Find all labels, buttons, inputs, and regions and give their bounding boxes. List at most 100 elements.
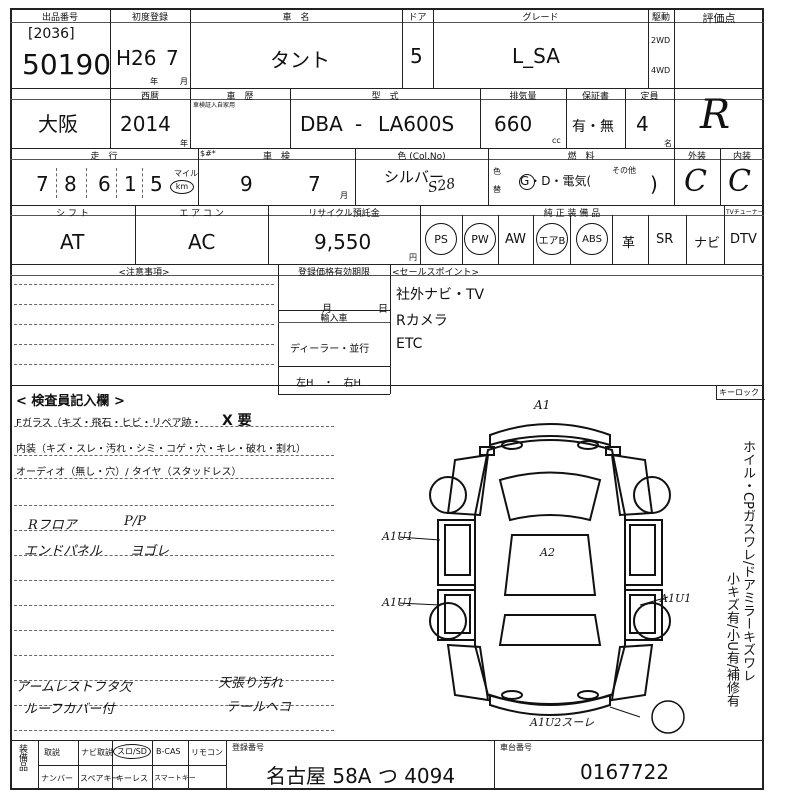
equip-airbag: エアB bbox=[536, 223, 568, 255]
drive-2wd: 2WD bbox=[651, 36, 671, 45]
capacity-label: 定員 bbox=[640, 92, 659, 102]
lot-number-label: 出品番号 bbox=[41, 13, 78, 23]
lot-number: 50190 bbox=[22, 48, 112, 81]
hand-note-1: Rフロア bbox=[28, 518, 77, 533]
shaken-month-unit: 月 bbox=[340, 191, 348, 200]
vertical-note-1: ホイル・CPガスワレ/ドアミラーキズワレ bbox=[740, 440, 755, 683]
equip-pw: PW bbox=[464, 223, 496, 255]
inspection-line-3: オーディオ（無し・穴）/ タイヤ（スタッドレス） bbox=[16, 467, 242, 478]
footer-item-sd: スロ/SD bbox=[113, 744, 151, 759]
vertical-note-2: 小キズ有/小U有/補修有 bbox=[724, 572, 739, 708]
year-ad: 2014 bbox=[120, 112, 171, 136]
vehicle-history-label: 車 歴 bbox=[226, 92, 254, 102]
capacity: 4 bbox=[636, 112, 649, 136]
selling-point-2: Rカメラ bbox=[396, 313, 448, 329]
diagram-label-left-1: A1U1 bbox=[382, 530, 414, 543]
model-prefix: DBA bbox=[300, 112, 343, 136]
equip-leather: 革 bbox=[622, 236, 636, 251]
warranty: 有・無 bbox=[572, 119, 614, 135]
car-name: タント bbox=[270, 48, 330, 72]
reg-month: 月 bbox=[322, 304, 332, 315]
vehicle-history-sub: 車検証入自家用 bbox=[193, 102, 236, 109]
caution-label: <注意事項> bbox=[118, 268, 170, 278]
mileage-digit-3: 6 bbox=[98, 172, 111, 196]
fuel-close: ) bbox=[650, 172, 658, 196]
first-reg-era: H26 bbox=[116, 46, 157, 70]
keylock-label: キーロック bbox=[719, 388, 759, 397]
seireki-label: 西暦 bbox=[140, 92, 159, 102]
ac: AC bbox=[188, 230, 216, 254]
footer-item-spare-key: スペアキー bbox=[80, 774, 120, 783]
interior-grade: C bbox=[728, 164, 751, 199]
equip-dtv: DTV bbox=[730, 232, 757, 247]
footer-item-plate: ナンバー bbox=[41, 774, 73, 783]
diagram-label-left-2: A1U1 bbox=[382, 596, 414, 609]
car-name-label: 車 名 bbox=[282, 13, 310, 23]
equip-sr: SR bbox=[656, 232, 674, 247]
mileage-digit-2: 8 bbox=[64, 172, 77, 196]
hand-note-2: エンドパネル bbox=[24, 544, 103, 559]
selling-point-1: 社外ナビ・TV bbox=[396, 287, 485, 303]
inspection-line-1: Fガラス（キズ・飛石・ヒビ・リペア跡・ bbox=[16, 418, 202, 429]
capacity-unit: 名 bbox=[664, 139, 672, 148]
shift-label: シ フ ト bbox=[56, 209, 89, 219]
paint-label-1: 色 bbox=[493, 167, 501, 176]
shaken-label: 車 検 bbox=[262, 152, 290, 162]
hand-note-8: テールヘコ bbox=[226, 700, 292, 715]
reg-number-label: 登録番号 bbox=[232, 743, 264, 752]
car-diagram bbox=[400, 423, 685, 734]
first-registration-label: 初度登録 bbox=[131, 13, 168, 23]
reg-day: 日 bbox=[378, 304, 388, 315]
equipment-label: 純 正 装 備 品 bbox=[543, 209, 601, 219]
footer-item-navi-manual: ナビ取説 bbox=[81, 748, 113, 757]
equip-abs: ABS bbox=[576, 223, 608, 255]
ac-label: エ ア コ ン bbox=[179, 209, 224, 219]
km-label: km bbox=[170, 180, 194, 194]
drive-4wd: 4WD bbox=[651, 66, 671, 75]
fuel-label: 燃 料 bbox=[567, 152, 595, 162]
tv-tuner-label: TVチューナー bbox=[726, 209, 764, 216]
hand-note-5: アームレストフタ欠 bbox=[16, 680, 132, 695]
reg-deadline-label: 登録価格有効期限 bbox=[297, 268, 370, 278]
fuel-other: その他 bbox=[612, 166, 636, 175]
evaluation-label: 評価点 bbox=[702, 12, 736, 25]
year-ad-unit: 年 bbox=[180, 139, 188, 148]
equip-navi: ナビ bbox=[694, 236, 721, 251]
footer-item-remote: リモコン bbox=[191, 748, 223, 757]
prefix-label: $#* bbox=[200, 149, 216, 158]
lot-sub-number: [2036] bbox=[28, 26, 75, 42]
inspection-line-2: 内装（キズ・スレ・汚れ・シミ・コゲ・穴・キレ・破れ・割れ） bbox=[16, 444, 306, 455]
hand-note-4: ヨゴレ bbox=[130, 544, 170, 559]
diagram-label-right: A1U1 bbox=[660, 592, 692, 605]
chassis-label: 車台番号 bbox=[500, 743, 532, 752]
recycle-label: リサイクル預託金 bbox=[308, 209, 380, 219]
evaluation-mark: R bbox=[700, 92, 731, 138]
diagram-label-a1: A1 bbox=[534, 398, 551, 412]
inspection-title: < 検査員記入欄 > bbox=[16, 394, 125, 409]
paint-label-2: 替 bbox=[493, 185, 501, 194]
import-label: 輸入車 bbox=[320, 314, 348, 324]
month-unit: 月 bbox=[180, 77, 188, 86]
displacement-label: 排気量 bbox=[509, 92, 537, 102]
door-label: ドア bbox=[408, 13, 427, 23]
mileage-label: 走 行 bbox=[90, 152, 118, 162]
grade: L_SA bbox=[512, 44, 560, 68]
warranty-label: 保証書 bbox=[581, 92, 609, 102]
displacement: 660 bbox=[494, 112, 533, 136]
footer-equip-label: 装備品 bbox=[17, 744, 27, 771]
fuel-options: G・D・電気( bbox=[520, 174, 592, 188]
footer-item-keyless: キーレス bbox=[116, 774, 148, 783]
footer-item-bcas: B-CAS bbox=[156, 747, 181, 756]
exterior-label: 外装 bbox=[687, 152, 706, 162]
footer-item-smart-key: スマートキー bbox=[154, 774, 196, 782]
selling-point-3: ETC bbox=[396, 336, 423, 352]
windshield-mark: X 要 bbox=[222, 413, 252, 429]
diagram-label-rear: A1U2スーレ bbox=[530, 716, 595, 729]
footer-item-manual: 取説 bbox=[44, 748, 60, 757]
interior-label: 内装 bbox=[732, 152, 751, 162]
hand-note-3: P/P bbox=[124, 514, 146, 529]
hand-note-7: 天張り汚れ bbox=[218, 676, 284, 691]
first-reg-month: 7 bbox=[166, 46, 179, 70]
shift: AT bbox=[60, 230, 85, 254]
cc-unit: cc bbox=[552, 136, 561, 145]
